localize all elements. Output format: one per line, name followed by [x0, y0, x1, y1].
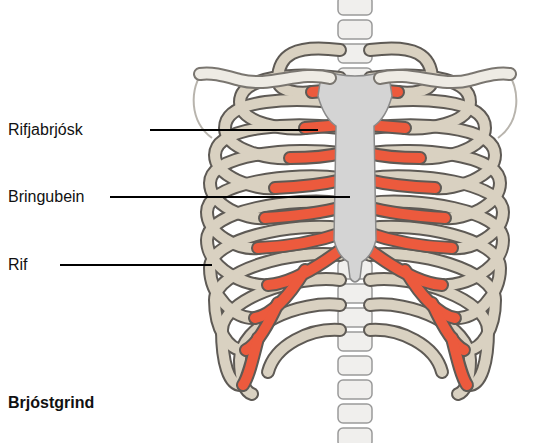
sternum-bone	[318, 70, 392, 282]
part-label: Rifjabrjósk	[8, 120, 83, 140]
figure-title: Brjóstgrind	[8, 393, 94, 413]
shoulder-right	[380, 68, 516, 138]
shoulder-left	[194, 68, 330, 138]
part-label: Rif	[8, 255, 28, 275]
leader-line	[110, 196, 350, 198]
part-label: Bringubein	[8, 187, 85, 207]
leader-line	[150, 129, 318, 131]
leader-line	[60, 264, 212, 266]
